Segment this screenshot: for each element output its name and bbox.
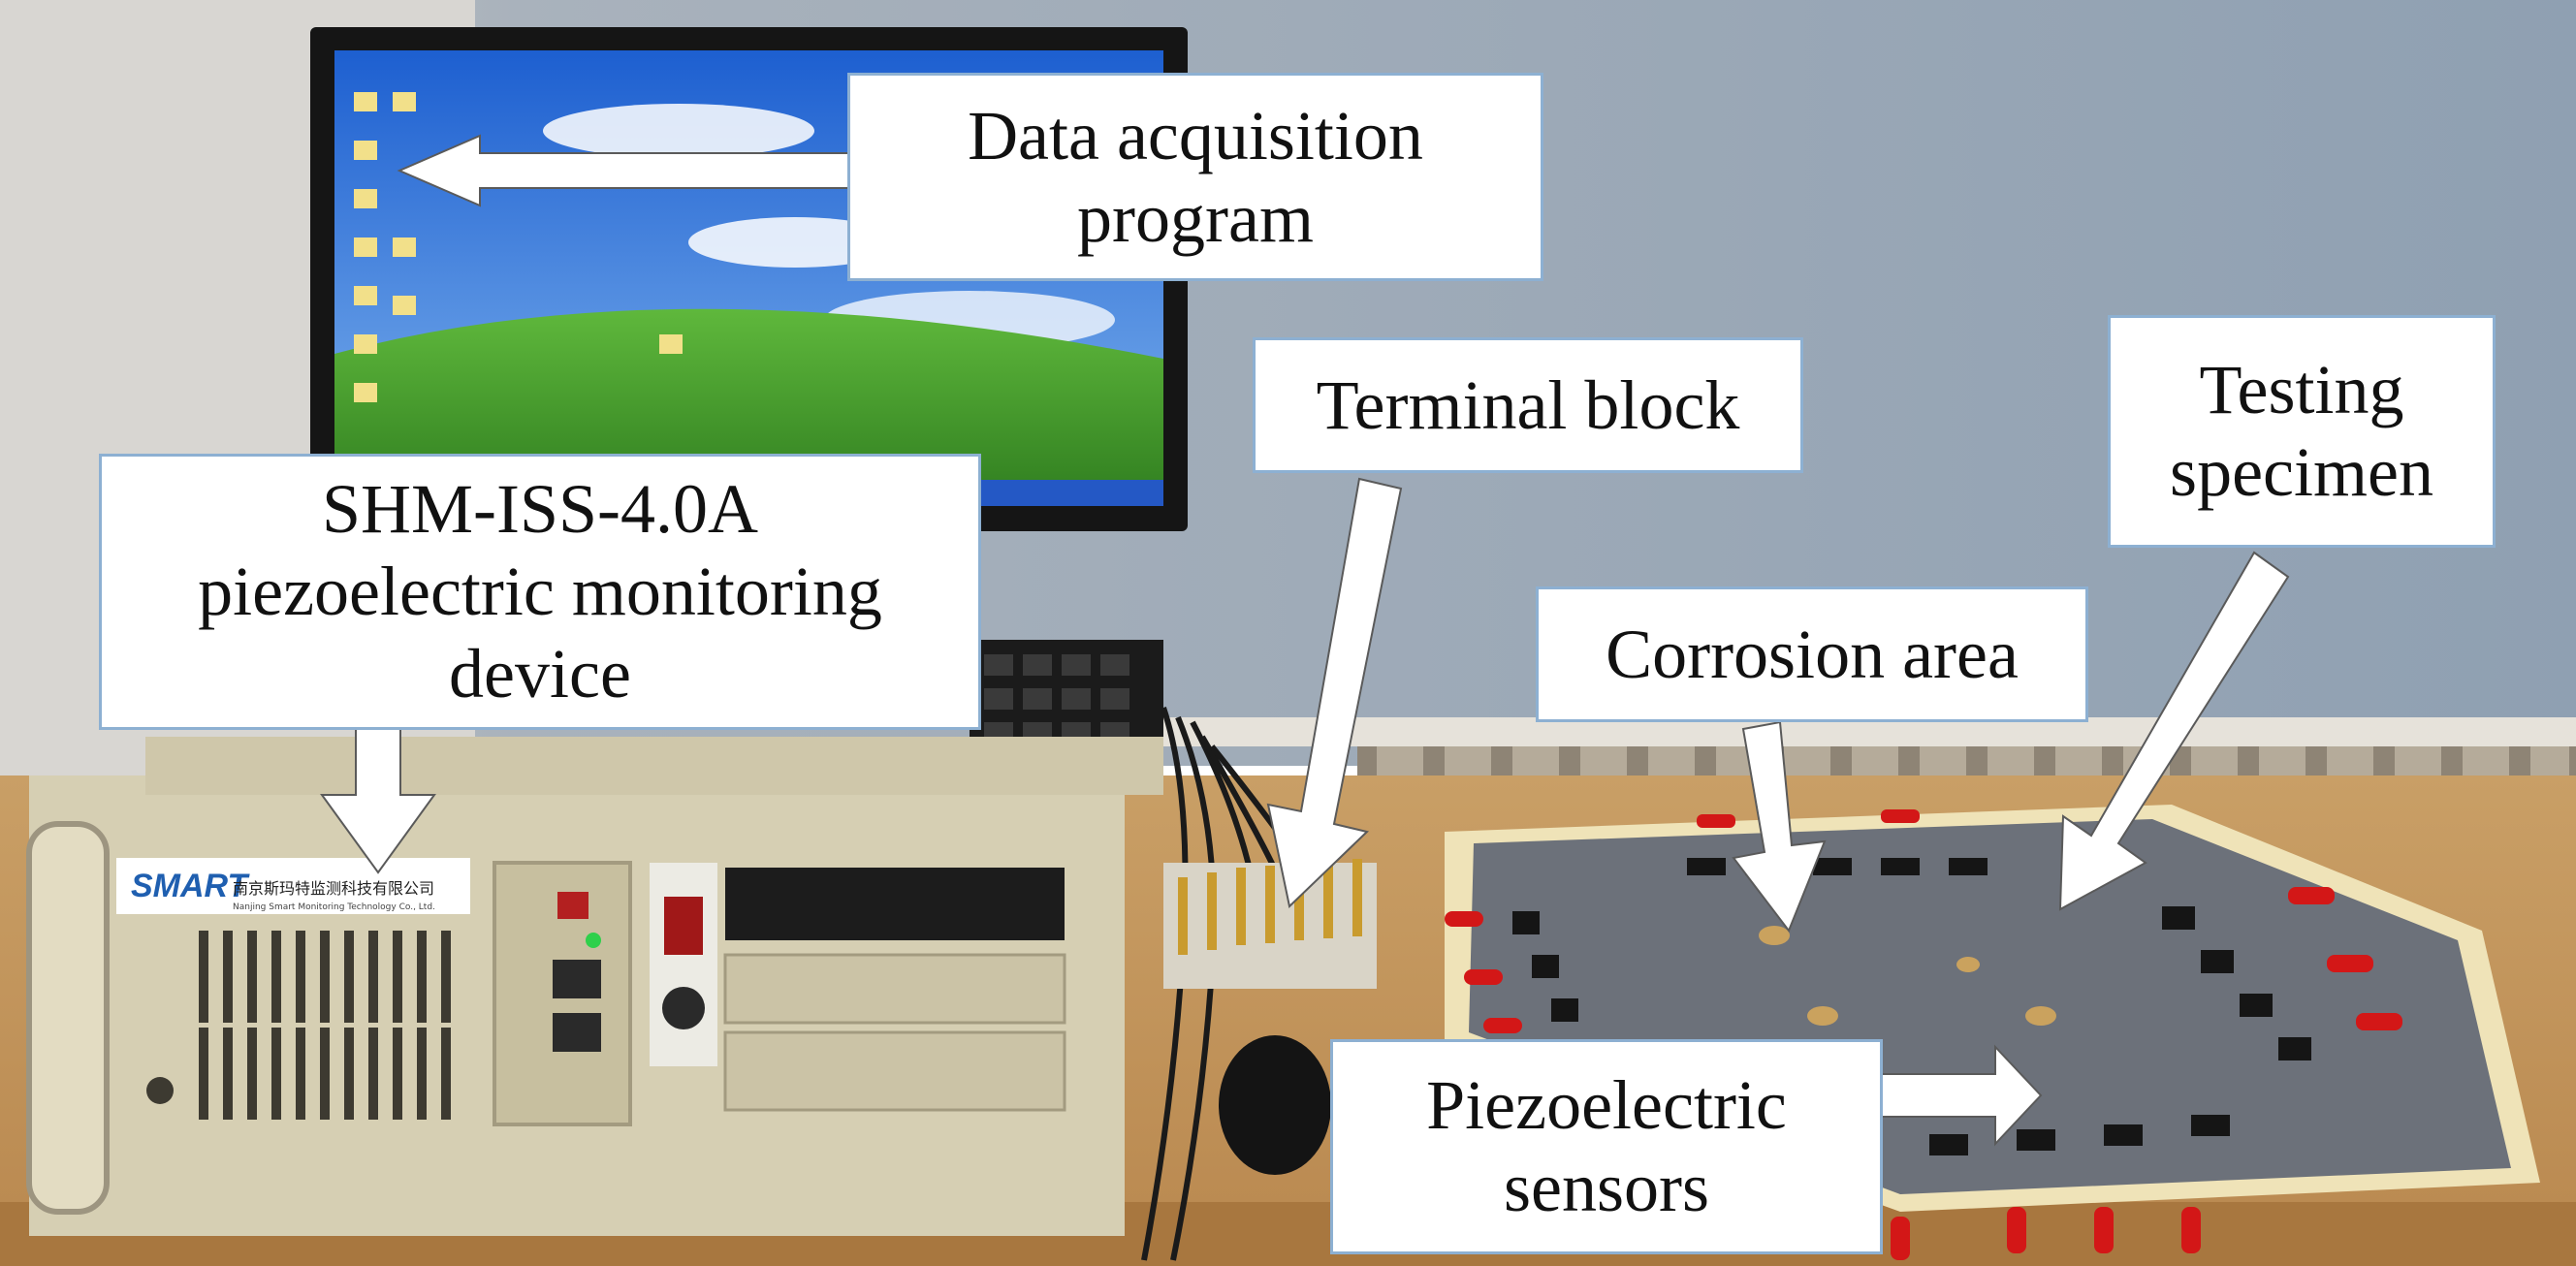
arrow-piezoelectric-sensors xyxy=(1880,1044,2043,1147)
monitoring-device: SMART 南京斯玛特监测科技有限公司 Nanjing Smart Monito… xyxy=(26,737,1163,1236)
label-line: program xyxy=(1077,178,1314,257)
arrow-testing-specimen xyxy=(2058,551,2290,911)
label-line: Terminal block xyxy=(1316,365,1740,444)
device-company-en: Nanjing Smart Monitoring Technology Co.,… xyxy=(233,902,435,912)
label-terminal-block: Terminal block xyxy=(1253,337,1803,473)
clips xyxy=(1445,809,2402,1260)
label-line: SHM-ISS-4.0A xyxy=(321,470,759,549)
label-line: Piezoelectric xyxy=(1426,1066,1787,1145)
label-corrosion-area: Corrosion area xyxy=(1536,586,2088,722)
label-line: piezoelectric monitoring xyxy=(198,553,882,631)
label-data-acquisition-program: Data acquisition program xyxy=(847,73,1543,281)
label-line: device xyxy=(449,634,631,712)
label-line: Data acquisition xyxy=(968,96,1423,174)
label-line: Testing xyxy=(2199,351,2404,429)
arrow-terminal-block xyxy=(1266,477,1403,908)
arrow-data-acquisition-program xyxy=(397,134,849,207)
vent-grille xyxy=(199,931,451,1120)
label-piezoelectric-sensors: Piezoelectric sensors xyxy=(1330,1039,1883,1254)
label-line: specimen xyxy=(2170,433,2433,511)
label-device: SHM-ISS-4.0A piezoelectric monitoring de… xyxy=(99,454,981,730)
mouse xyxy=(1219,1035,1331,1175)
arrow-corrosion-area xyxy=(1732,720,1827,934)
device-brand: SMART xyxy=(131,868,250,904)
device-nameplate: SMART 南京斯玛特监测科技有限公司 Nanjing Smart Monito… xyxy=(116,858,470,914)
corrosion-spots xyxy=(1759,926,2056,1026)
arrows xyxy=(320,134,2290,1147)
label-testing-specimen: Testing specimen xyxy=(2108,315,2496,548)
terminal-block xyxy=(1163,859,1377,989)
label-line: sensors xyxy=(1504,1149,1709,1226)
device-company-cn: 南京斯玛特监测科技有限公司 xyxy=(233,879,434,898)
label-line: Corrosion area xyxy=(1606,615,2019,693)
arrow-device xyxy=(320,728,436,874)
wall-trim xyxy=(1144,717,2576,746)
